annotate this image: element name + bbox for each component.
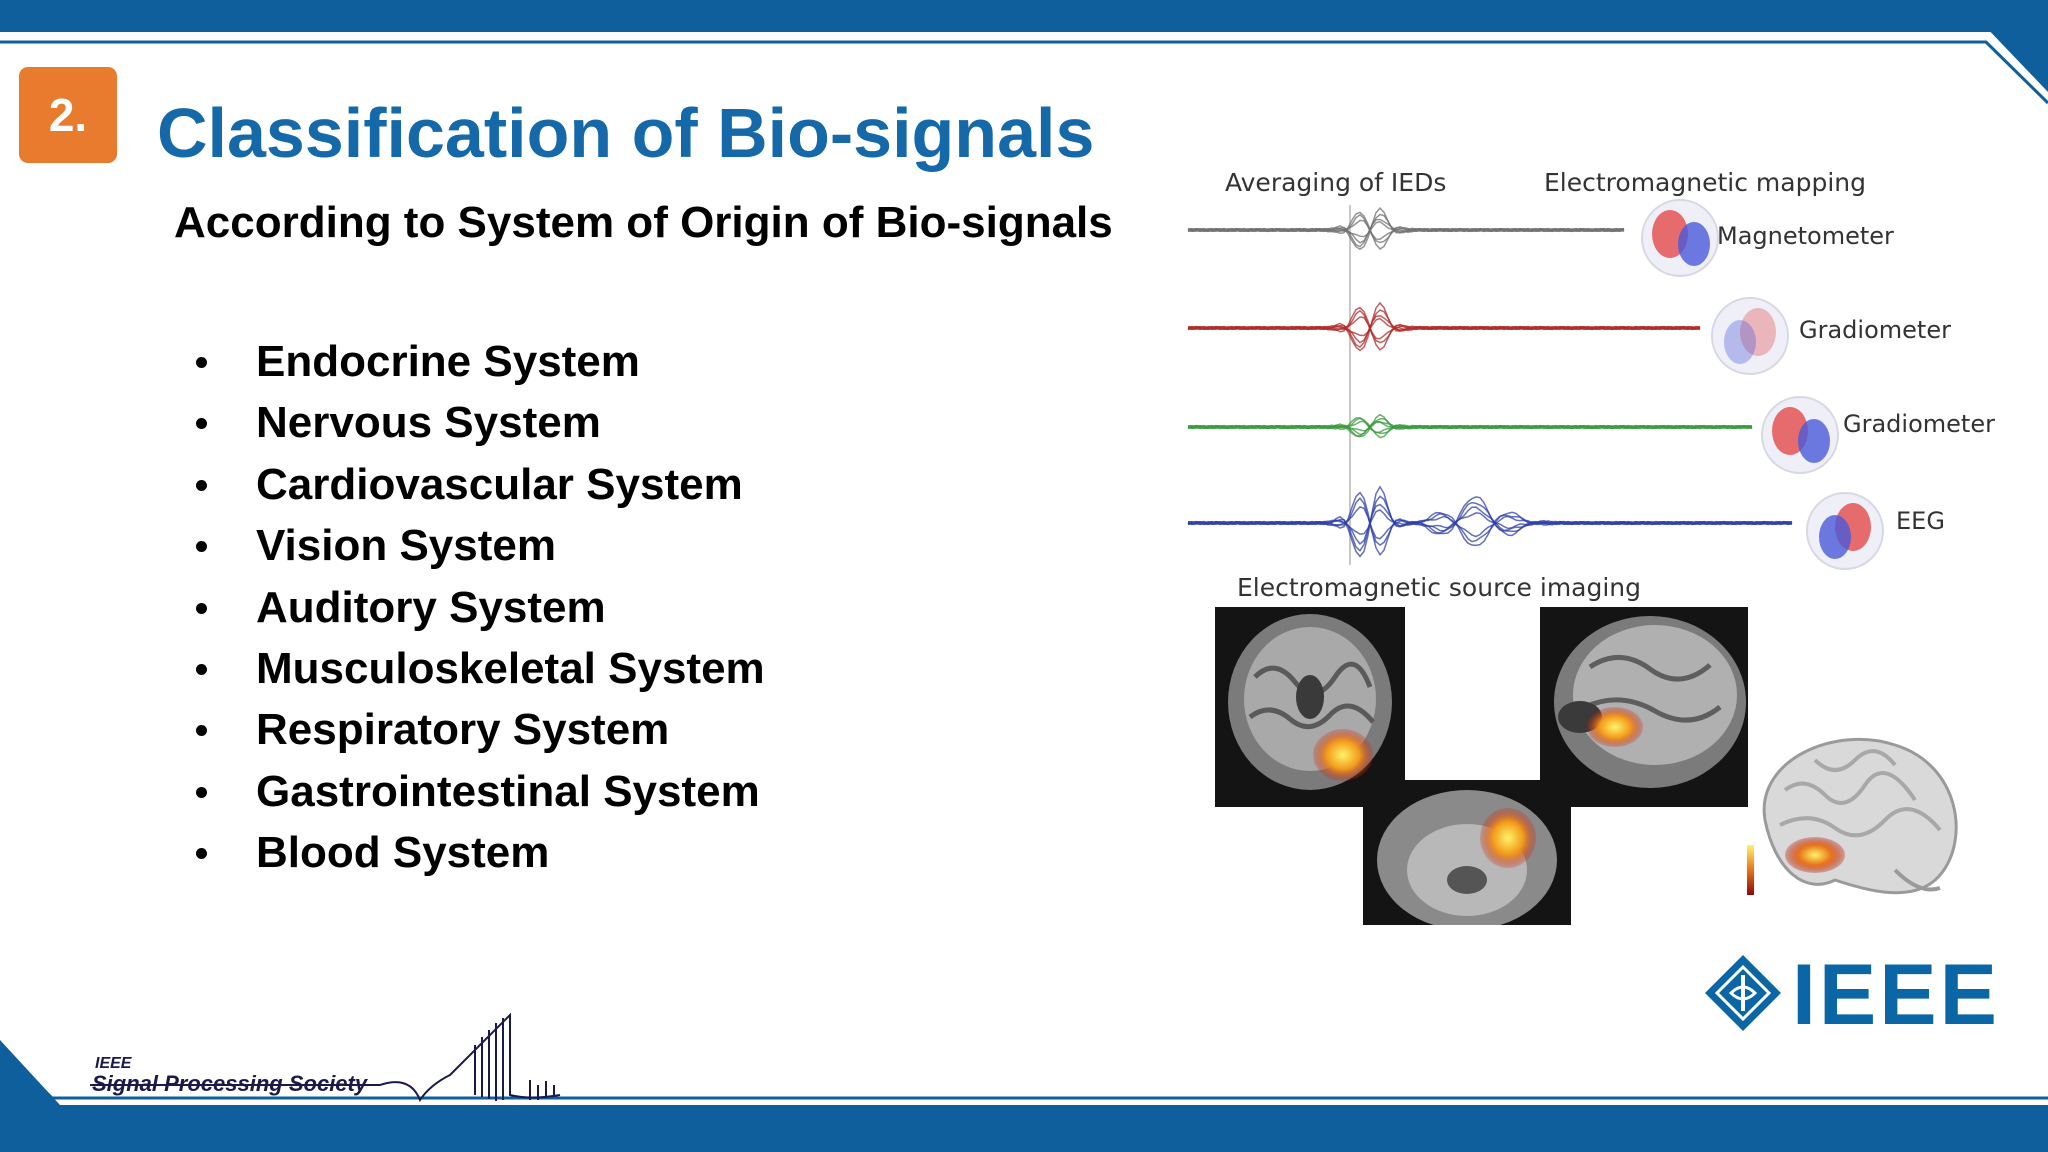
waveform-trace [1187,417,1753,439]
signal-processing-society-logo: IEEE Signal Processing Society [90,1005,580,1105]
head-topography-icon [1641,199,1719,277]
ieee-logo-text: IEEE [1792,947,2000,1043]
bullet-dot [196,663,207,675]
head-topography-icon [1711,297,1789,375]
channel-label: Gradiometer [1799,316,1951,344]
brain-3d-render-image [1747,737,1958,895]
waveform-trace [1187,413,1753,438]
bullet-item: Nervous System [190,392,765,453]
bullet-text: Nervous System [256,398,601,448]
mri-sagittal-image [1540,607,1748,807]
waveform-trace [1187,211,1625,250]
sps-ieee-text: IEEE [95,1055,132,1072]
bullet-item: Auditory System [190,577,765,638]
channel-label: Magnetometer [1717,222,1894,250]
waveform-trace [1187,206,1625,251]
bullet-text: Musculoskeletal System [256,643,765,693]
slide-title: Classification of Bio-signals [157,94,1095,172]
bullet-list: Endocrine System Nervous System Cardiova… [190,331,765,884]
bullet-text: Cardiovascular System [256,459,743,509]
bullet-dot [196,479,207,491]
bullet-item: Endocrine System [190,331,765,392]
bullet-dot [196,602,207,614]
bullet-dot [196,848,207,860]
bullet-text: Blood System [256,828,550,878]
channel-label: Gradiometer [1843,410,1995,438]
bullet-text: Gastrointestinal System [256,766,760,816]
bullet-item: Respiratory System [190,699,765,760]
mri-coronal-image [1215,607,1405,807]
mri-axial-image [1363,780,1571,925]
bullet-dot [196,725,207,737]
averaging-label: Averaging of IEDs [1225,168,1447,197]
waveform-trace [1187,306,1701,351]
bullet-text: Auditory System [256,582,606,632]
mapping-label: Electromagnetic mapping [1544,168,1866,197]
slide-number-badge: 2. [19,67,117,163]
bullet-item: Cardiovascular System [190,454,765,515]
sps-name-text: Signal Processing Society [92,1071,368,1096]
bullet-text: Respiratory System [256,705,670,755]
channel-label: EEG [1896,507,1945,535]
bullet-dot [196,357,207,368]
head-topography-icon [1806,492,1884,570]
meg-eeg-figure: Averaging of IEDs Electromagnetic mappin… [1180,165,1995,930]
waveform-trace [1187,485,1793,558]
bullet-text: Endocrine System [256,337,640,386]
bullet-item: Musculoskeletal System [190,638,765,699]
bullet-item: Gastrointestinal System [190,761,765,822]
bullet-text: Vision System [256,521,556,571]
head-topography-icon [1761,396,1839,474]
bullet-item: Blood System [190,822,765,883]
source-imaging-label: Electromagnetic source imaging [1237,573,1642,602]
bullet-dot [196,786,207,798]
bullet-item: Vision System [190,515,765,576]
slide-subtitle: According to System of Origin of Bio-sig… [174,198,1113,247]
sps-waveform-icon [90,1012,561,1103]
bullet-dot [196,541,207,553]
waveform-trace [1187,301,1701,352]
waveform-traces [1187,199,1884,570]
bullet-dot [196,418,207,430]
ieee-diamond-icon [1705,955,1781,1031]
